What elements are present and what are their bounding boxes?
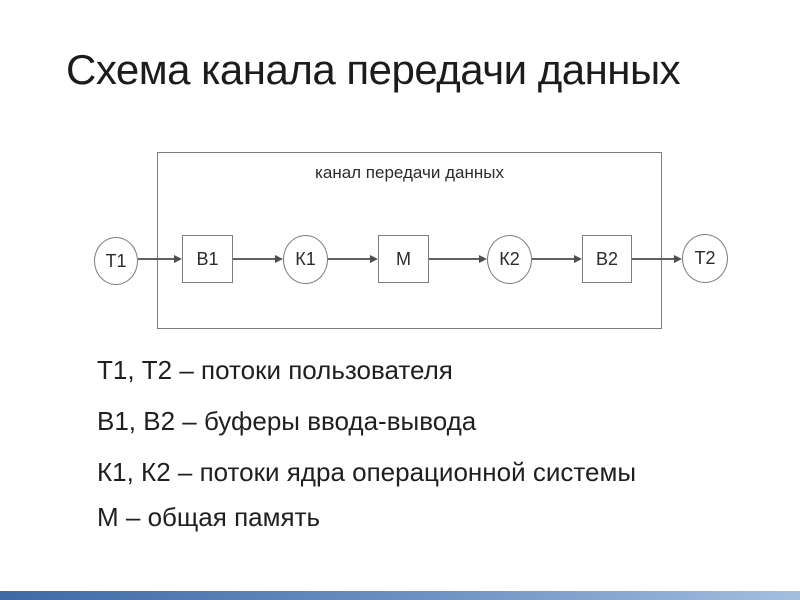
arrow-k2-to-b2: [532, 252, 582, 266]
legend-user-threads: Т1, Т2 – потоки пользователя: [97, 355, 453, 385]
arrow-t1-to-b1: [138, 252, 182, 266]
page-title: Схема канала передачи данных: [66, 46, 681, 93]
node-label: К1: [295, 249, 316, 269]
arrow-b2-to-t2: [632, 252, 682, 266]
node-label: В1: [196, 248, 219, 269]
arrow-line: [532, 258, 574, 260]
arrow-line: [138, 258, 174, 260]
arrowhead-icon: [479, 255, 487, 263]
node-t1-user-thread: Т1: [94, 237, 138, 285]
arrowhead-icon: [370, 255, 378, 263]
arrow-m-to-k2: [429, 252, 487, 266]
legend-kernel-threads: К1, К2 – потоки ядра операционной систем…: [97, 457, 637, 487]
node-label: Т1: [105, 250, 127, 271]
node-label: В2: [595, 248, 619, 269]
arrow-line: [233, 258, 275, 260]
node-label: К2: [499, 249, 520, 269]
node-t2-user-thread: Т2: [682, 234, 728, 283]
arrow-line: [632, 258, 674, 260]
arrowhead-icon: [574, 255, 582, 263]
arrow-line: [328, 258, 370, 260]
arrow-b1-to-k1: [233, 252, 283, 266]
bottom-accent-bar: [0, 591, 800, 600]
node-k2-kernel-thread: К2: [487, 235, 532, 284]
node-label: Т2: [694, 248, 716, 268]
node-label: М: [396, 248, 411, 269]
arrowhead-icon: [674, 255, 682, 263]
arrow-k1-to-m: [328, 252, 378, 266]
node-k1-kernel-thread: К1: [283, 235, 328, 284]
legend-shared-memory: М – общая память: [97, 502, 321, 532]
legend-io-buffers: В1, В2 – буферы ввода-вывода: [97, 406, 477, 436]
arrow-line: [429, 258, 479, 260]
node-b2-buffer: В2: [582, 235, 632, 283]
node-m-shared-memory: М: [378, 235, 429, 283]
node-b1-buffer: В1: [182, 235, 233, 283]
arrowhead-icon: [275, 255, 283, 263]
channel-container-label: канал передачи данных: [315, 163, 504, 182]
arrowhead-icon: [174, 255, 182, 263]
